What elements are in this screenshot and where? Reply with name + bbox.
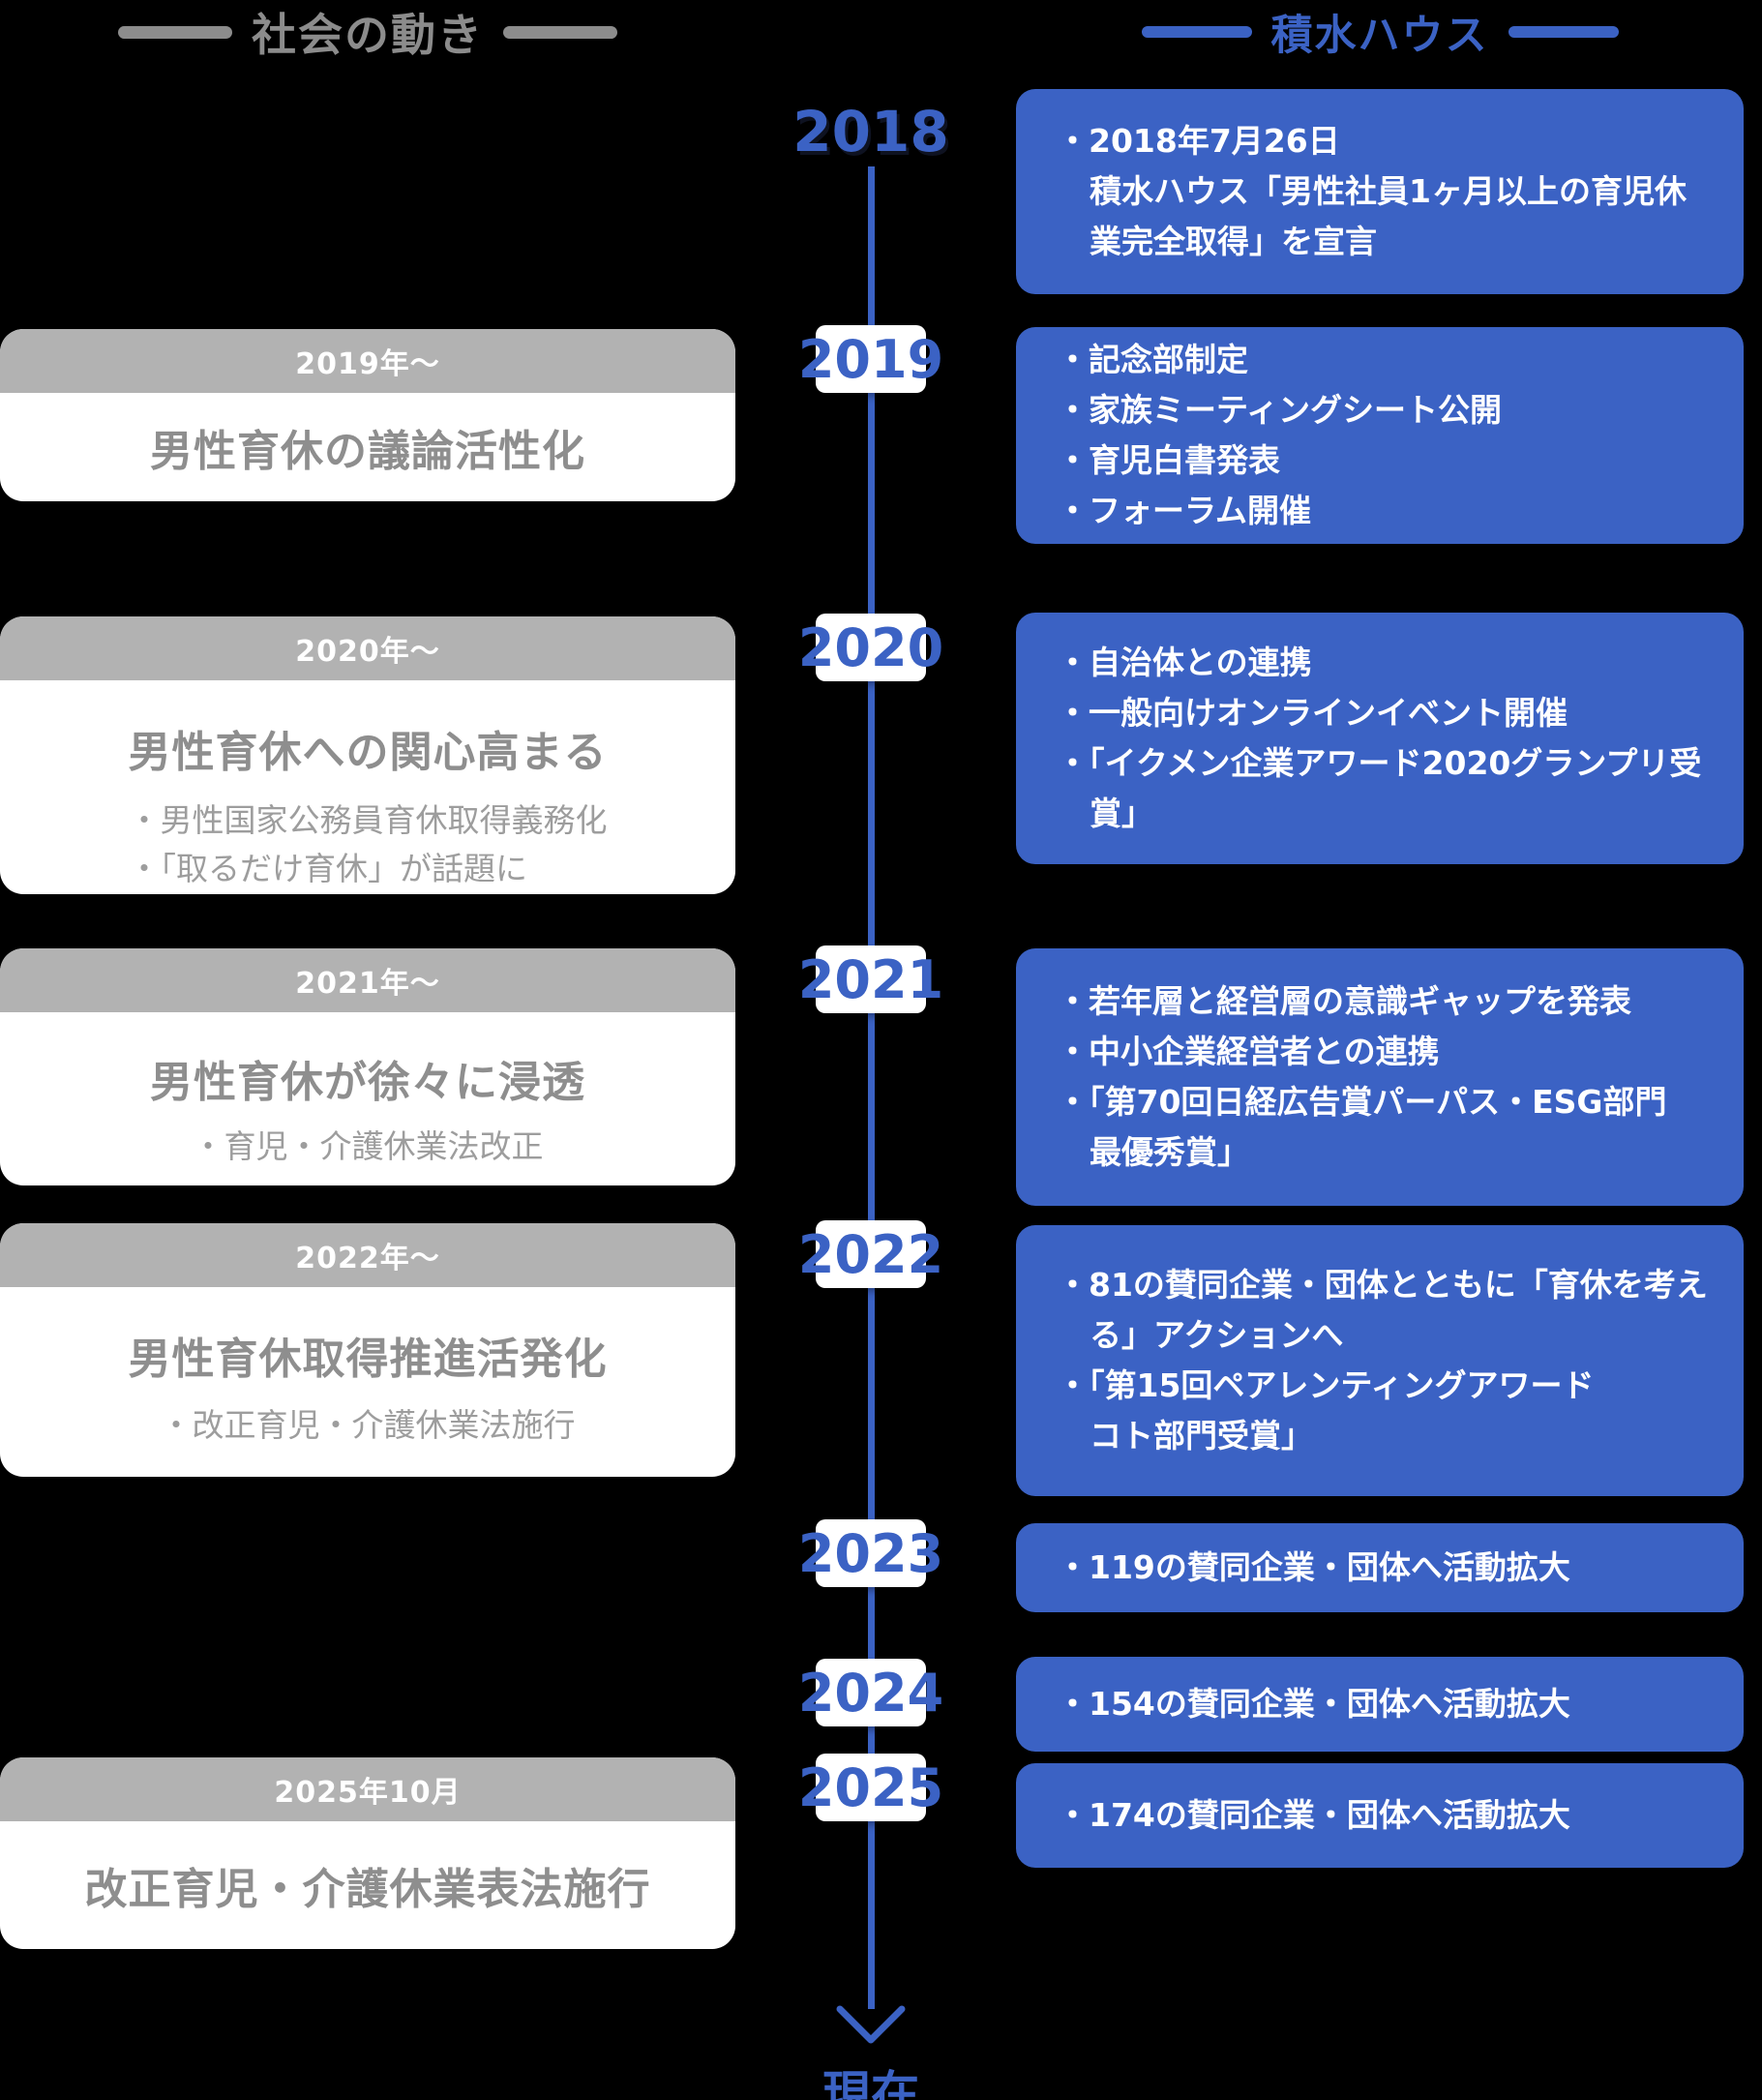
sekisui-column-label: 積水ハウス <box>1270 12 1489 60</box>
year-chip-2021: 2021 <box>798 945 943 1013</box>
event-item: ・フォーラム開催 <box>1057 492 1312 529</box>
header-dash <box>118 25 232 39</box>
year-chip-2022: 2022 <box>798 1220 943 1288</box>
current-label: 現在 <box>822 2066 919 2100</box>
timeline-axis <box>868 166 875 2009</box>
society-event-detail: ・改正育児・介護休業法施行 <box>160 1406 576 1444</box>
society-column-header: 社会の動き <box>0 4 735 61</box>
year-chip-2020: 2020 <box>798 614 943 681</box>
event-item: ・174の賛同企業・団体へ活動拡大 <box>1057 1796 1570 1834</box>
year-chip-2023: 2023 <box>798 1519 943 1587</box>
event-item: ・119の賛同企業・団体へ活動拡大 <box>1057 1548 1570 1586</box>
year-label: 2021 <box>797 948 944 1010</box>
year-chip-2019: 2019 <box>798 325 943 393</box>
event-item: ・「イクメン企業アワード2020グランプリ受 賞」 <box>1057 744 1702 832</box>
event-item: ・2018年7月26日 積水ハウス「男性社員1ヶ月以上の育児休 業完全取得」を宣… <box>1057 122 1687 260</box>
event-item: ・中小企業経営者との連携 <box>1057 1033 1440 1070</box>
society-column-label: 社会の動き <box>252 9 484 61</box>
event-item: ・記念部制定 <box>1057 341 1248 378</box>
event-item: ・一般向けオンラインイベント開催 <box>1057 694 1568 732</box>
header-dash <box>1508 26 1619 38</box>
period-badge: 2021年〜 <box>0 948 735 1012</box>
society-event-title: 男性育休への関心高まる <box>128 728 608 777</box>
sekisui-event-card-2018: ・2018年7月26日 積水ハウス「男性社員1ヶ月以上の育児休 業完全取得」を宣… <box>1016 89 1744 294</box>
period-badge: 2025年10月 <box>0 1757 735 1821</box>
year-label: 2025 <box>797 1756 944 1818</box>
timeline-arrow-icon <box>836 2005 906 2044</box>
event-item: ・自治体との連携 <box>1057 644 1312 681</box>
year-label: 2019 <box>797 328 944 390</box>
society-event-title: 男性育休が徐々に浸透 <box>150 1058 585 1107</box>
header-dash <box>503 25 617 39</box>
sekisui-event-card-2025: ・174の賛同企業・団体へ活動拡大 <box>1016 1763 1744 1868</box>
event-item: ・家族ミーティングシート公開 <box>1057 391 1503 429</box>
society-event-detail: ・育児・介護休業法改正 <box>192 1127 544 1165</box>
event-item: ・「第70回日経広告賞パーパス・ESG部門 最優秀賞」 <box>1057 1083 1667 1171</box>
year-chip-2024: 2024 <box>798 1659 943 1726</box>
year-label: 2024 <box>797 1662 944 1724</box>
sekisui-event-card-2024: ・154の賛同企業・団体へ活動拡大 <box>1016 1657 1744 1752</box>
society-event-card-2022: 2022年〜 男性育休取得推進活発化 ・改正育児・介護休業法施行 <box>0 1223 735 1477</box>
event-item: ・若年層と経営層の意識ギャップを発表 <box>1057 982 1631 1020</box>
society-event-detail: ・男性国家公務員育休取得義務化 <box>128 801 608 839</box>
sekisui-event-card-2023: ・119の賛同企業・団体へ活動拡大 <box>1016 1523 1744 1612</box>
event-item: ・81の賛同企業・団体とともに「育休を考え る」アクションへ <box>1057 1266 1708 1354</box>
event-item: ・育児白書発表 <box>1057 441 1280 479</box>
society-event-title: 改正育児・介護休業表法施行 <box>84 1865 651 1914</box>
year-label: 2022 <box>797 1223 944 1285</box>
sekisui-event-card-2022: ・81の賛同企業・団体とともに「育休を考え る」アクションへ ・「第15回ペアレ… <box>1016 1225 1744 1496</box>
event-item: ・「第15回ペアレンティングアワード コト部門受賞」 <box>1057 1366 1595 1455</box>
period-badge: 2022年〜 <box>0 1223 735 1287</box>
society-event-title: 男性育休の議論活性化 <box>150 427 585 476</box>
sekisui-event-card-2021: ・若年層と経営層の意識ギャップを発表 ・中小企業経営者との連携 ・「第70回日経… <box>1016 948 1744 1206</box>
society-event-card-2025: 2025年10月 改正育児・介護休業表法施行 <box>0 1757 735 1949</box>
society-event-card-2019: 2019年〜 男性育休の議論活性化 <box>0 329 735 501</box>
society-event-card-2020: 2020年〜 男性育休への関心高まる ・男性国家公務員育休取得義務化 ・「取るだ… <box>0 616 735 894</box>
society-event-detail: ・「取るだけ育休」が話題に <box>128 850 528 887</box>
year-chip-2025: 2025 <box>798 1754 943 1821</box>
year-label: 2020 <box>797 616 944 678</box>
year-label-2018: 2018 <box>792 99 949 165</box>
year-label: 2023 <box>797 1522 944 1584</box>
event-item: ・154の賛同企業・団体へ活動拡大 <box>1057 1685 1570 1723</box>
sekisui-event-card-2020: ・自治体との連携 ・一般向けオンラインイベント開催 ・「イクメン企業アワード20… <box>1016 613 1744 864</box>
period-badge: 2020年〜 <box>0 616 735 680</box>
header-dash <box>1141 26 1252 38</box>
society-event-title: 男性育休取得推進活発化 <box>128 1335 608 1384</box>
sekisui-event-card-2019: ・記念部制定 ・家族ミーティングシート公開 ・育児白書発表 ・フォーラム開催 <box>1016 327 1744 544</box>
sekisui-column-header: 積水ハウス <box>1016 4 1744 60</box>
period-badge: 2019年〜 <box>0 329 735 393</box>
society-event-card-2021: 2021年〜 男性育休が徐々に浸透 ・育児・介護休業法改正 <box>0 948 735 1185</box>
